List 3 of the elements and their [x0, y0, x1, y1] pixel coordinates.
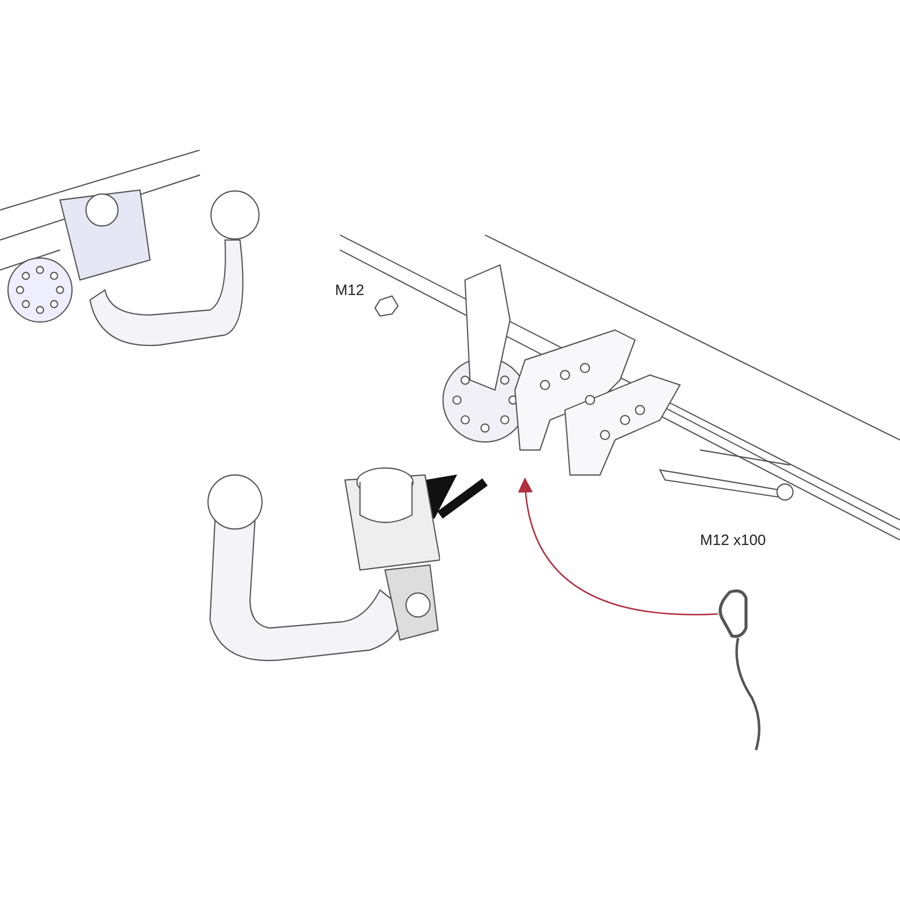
bolt-size-label: M12 x100	[700, 531, 766, 551]
bolt-size-label: M12	[335, 281, 364, 301]
arrow	[518, 478, 718, 616]
